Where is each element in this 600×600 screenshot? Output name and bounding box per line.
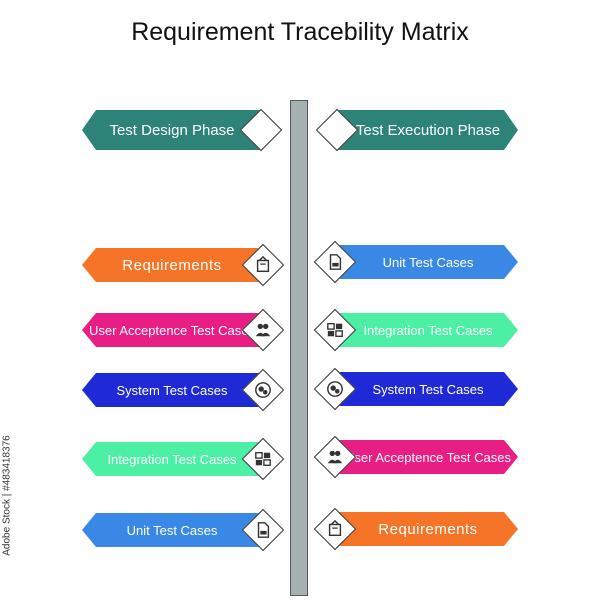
center-divider-post: [290, 100, 308, 596]
left-requirements-sign: Requirements: [82, 248, 262, 282]
file-icon: [325, 252, 345, 272]
left-unit-sign: Unit Test Cases: [82, 513, 262, 547]
right-unit-sign: Unit Test Cases: [338, 245, 518, 279]
left-uat-sign: User Acceptence Test Cases: [82, 313, 262, 347]
users-icon: [325, 447, 345, 467]
left-system-sign: System Test Cases: [82, 373, 262, 407]
left-integration-sign: Integration Test Cases: [82, 442, 262, 476]
gears-icon: [325, 379, 345, 399]
file-icon: [253, 520, 273, 540]
document-icon: [253, 255, 273, 275]
right-system-sign: System Test Cases: [338, 372, 518, 406]
right-uat-sign: User Acceptence Test Cases: [338, 440, 518, 474]
side-credit: Adobe Stock | #483418376: [1, 435, 13, 556]
diagram-title: Requirement Tracebility Matrix: [131, 18, 469, 46]
modules-icon: [325, 320, 345, 340]
left-phase-sign: Test Design Phase: [82, 110, 262, 150]
right-integration-sign: Integration Test Cases: [338, 313, 518, 347]
right-phase-sign: Test Execution Phase: [338, 110, 518, 150]
right-requirements-sign: Requirements: [338, 512, 518, 546]
document-icon: [325, 519, 345, 539]
users-icon: [253, 320, 273, 340]
gears-icon: [253, 380, 273, 400]
modules-icon: [253, 449, 273, 469]
